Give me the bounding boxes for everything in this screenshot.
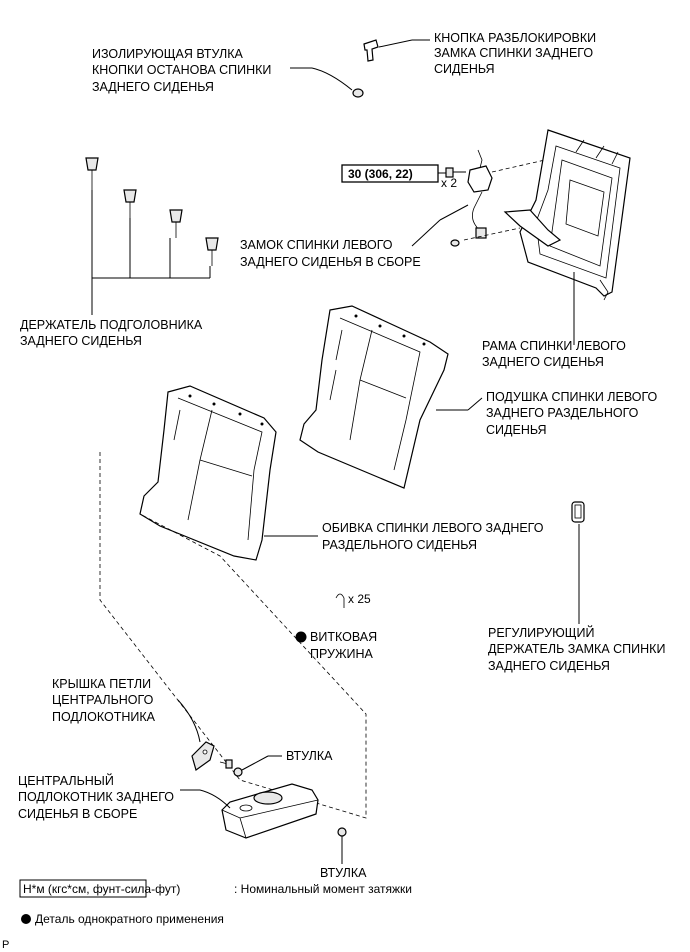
hinge-cover-part — [177, 699, 215, 771]
striker-label: РЕГУЛИРУЮЩИЙ ДЕРЖАТЕЛЬ ЗАМКА СПИНКИ ЗАДН… — [488, 625, 669, 673]
headrest-holder-label: ДЕРЖАТЕЛЬ ПОДГОЛОВНИКА ЗАДНЕГО СИДЕНЬЯ — [20, 318, 206, 348]
seatback-cover-part — [139, 385, 318, 561]
lock-assembly-part — [411, 149, 546, 247]
torque-legend-box — [19, 879, 147, 898]
seatback-pad-part — [299, 305, 483, 489]
insulator-part — [290, 67, 364, 98]
lock-assembly-label: ЗАМОК СПИНКИ ЛЕВОГО ЗАДНЕГО СИДЕНЬЯ В СБ… — [240, 238, 421, 269]
torque-legend-units: Н*м (кгс*см, фунт-сила-фут) — [23, 882, 180, 896]
striker-part — [571, 501, 585, 624]
headrest-holder-parts — [85, 157, 219, 315]
seatback-frame-part — [503, 129, 631, 345]
insulator-label: ИЗОЛИРУЮЩАЯ ВТУЛКА КНОПКИ ОСТАНОВА СПИНК… — [92, 47, 275, 94]
hog-ring-part — [335, 593, 345, 608]
bushing-2-part — [337, 827, 347, 864]
bushing-1-part — [219, 755, 282, 777]
seatback-cover-label: ОБИВКА СПИНКИ ЛЕВОГО ЗАДНЕГО РАЗДЕЛЬНОГО… — [322, 521, 547, 552]
release-button-label: КНОПКА РАЗБЛОКИРОВКИ ЗАМКА СПИНКИ ЗАДНЕГ… — [434, 31, 600, 76]
armrest-assembly-part — [180, 783, 319, 839]
bolt-icon — [445, 167, 466, 178]
non-reusable-legend-text: Деталь однократного применения — [35, 912, 224, 926]
bolt-count: x 2 — [441, 176, 457, 190]
armrest-assembly-label: ЦЕНТРАЛЬНЫЙ ПОДЛОКОТНИК ЗАДНЕГО СИДЕНЬЯ … — [18, 773, 178, 821]
torque-spec-value: 30 (306, 22) — [348, 167, 413, 181]
hinge-cover-label: КРЫШКА ПЕТЛИ ЦЕНТРАЛЬНОГО ПОДЛОКОТНИКА — [52, 677, 157, 724]
seatback-pad-label: ПОДУШКА СПИНКИ ЛЕВОГО ЗАДНЕГО РАЗДЕЛЬНОГ… — [486, 390, 661, 437]
non-reusable-dot-icon — [295, 631, 307, 643]
bushing-2-label: ВТУЛКА — [320, 866, 367, 880]
armrest-location-outline — [99, 452, 367, 819]
bushing-1-label: ВТУЛКА — [286, 749, 333, 763]
release-button-part — [363, 39, 430, 62]
legend-dot-icon — [21, 914, 31, 924]
seatback-frame-label: РАМА СПИНКИ ЛЕВОГО ЗАДНЕГО СИДЕНЬЯ — [482, 339, 629, 369]
hog-ring-count: x 25 — [348, 592, 371, 606]
torque-legend-text: : Номинальный момент затяжки — [234, 882, 412, 896]
corner-mark: P — [2, 939, 9, 951]
hog-ring-label: ВИТКОВАЯ ПРУЖИНА — [310, 630, 381, 661]
